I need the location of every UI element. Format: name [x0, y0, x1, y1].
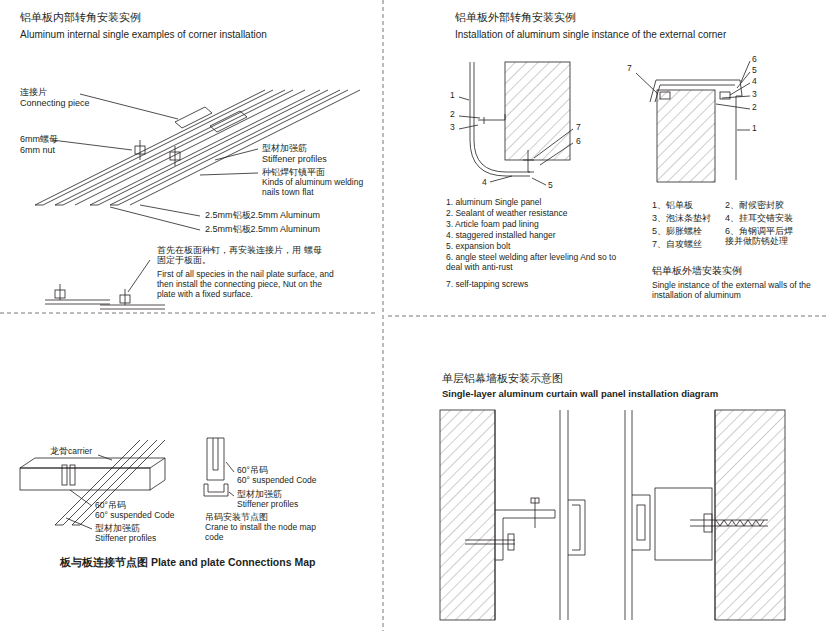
label-text: Aluminum internal single examples of cor…	[20, 29, 267, 41]
label-text: 铝单板外墙安装实例	[652, 266, 742, 277]
callout-number: 7	[576, 123, 581, 133]
label-text: 6mm螺母	[20, 134, 58, 144]
label-text: Single instance of the external walls of…	[652, 281, 820, 301]
label-text: 铝单板内部转角安装实例	[20, 11, 141, 24]
label-text: 4、挂耳交错安装	[725, 213, 793, 223]
label-text: 单层铝幕墙板安装示意图	[442, 372, 563, 384]
callout-number: 1	[450, 91, 455, 101]
callout-number: 1	[752, 124, 757, 134]
label-text: 型材加强筋	[262, 143, 307, 153]
label-text: 60°吊码	[237, 466, 268, 476]
label-text: 60° suspended Code	[237, 476, 317, 486]
callout-number: 3	[752, 90, 757, 100]
callout-number: 6	[576, 137, 581, 147]
callout-number: 4	[482, 178, 487, 188]
label-text: 2.5mm铝板2.5mm Aluminum	[205, 224, 320, 234]
label-text: 60° suspended Code	[95, 511, 175, 521]
callout-number: 2	[752, 103, 757, 113]
label-text: 7、自攻螺丝	[652, 239, 702, 249]
label-text: 2、耐候密封胶	[725, 200, 784, 210]
label-text: 连接片	[20, 87, 47, 97]
callout-number: 5	[548, 181, 553, 191]
label-text: Crane to install the node map code	[205, 523, 333, 543]
label-text: Installation of aluminum single instance…	[455, 29, 726, 41]
label-text: 种铝焊钉镇平面	[262, 167, 325, 177]
label-text: 首先在板面种钉，再安装连接片，用 螺母固定于板面。	[157, 245, 325, 266]
label-text: 6、角钢调平后焊 接并做防锈处理	[725, 226, 803, 247]
label-text: 1. aluminum Single panel	[446, 198, 541, 208]
label-text: 6mm nut	[20, 145, 55, 155]
label-text: 板与板连接节点图 Plate and plate Connections Map	[60, 556, 315, 568]
callout-number: 6	[752, 55, 757, 65]
label-text: 3. Article foam pad lining	[446, 220, 539, 230]
label-text: 2.5mm铝板2.5mm Aluminum	[205, 210, 320, 220]
label-text: 铝单板外部转角安装实例	[455, 11, 576, 24]
label-text: 型材加强筋	[95, 524, 140, 534]
label-text: First of all species in the nail plate s…	[157, 270, 335, 299]
label-text: 龙骨carrier	[50, 447, 92, 457]
callout-number: 5	[752, 66, 757, 76]
label-text: 7. self-tapping screws	[446, 280, 528, 290]
label-text: Stiffener profiles	[262, 154, 327, 164]
label-text: Stiffener profiles	[95, 534, 156, 544]
label-text: 4. staggered installed hanger	[446, 231, 556, 241]
label-text: Connecting piece	[20, 98, 90, 108]
label-text: 5. expansion bolt	[446, 242, 510, 252]
label-text: Kinds of aluminum welding nails town fla…	[262, 178, 367, 198]
label-text: 吊码安装节点图	[205, 513, 268, 523]
callout-number: 7	[627, 64, 632, 74]
label-text: 60°吊码	[95, 501, 126, 511]
label-text: Single-layer aluminum curtain wall panel…	[442, 389, 718, 400]
label-text: 5、膨胀螺栓	[652, 226, 702, 236]
label-text: Stiffener profiles	[237, 500, 298, 510]
label-text: 2. Sealant of weather resistance	[446, 209, 567, 219]
label-text: 6. angle steel welding after leveling An…	[446, 253, 624, 273]
label-text: 1、铝单板	[652, 200, 693, 210]
callout-number: 3	[450, 123, 455, 133]
label-text: 3、泡沫条垫衬	[652, 213, 711, 223]
callout-number: 4	[752, 77, 757, 87]
callout-number: 2	[450, 110, 455, 120]
label-text: 型材加强筋	[237, 490, 282, 500]
